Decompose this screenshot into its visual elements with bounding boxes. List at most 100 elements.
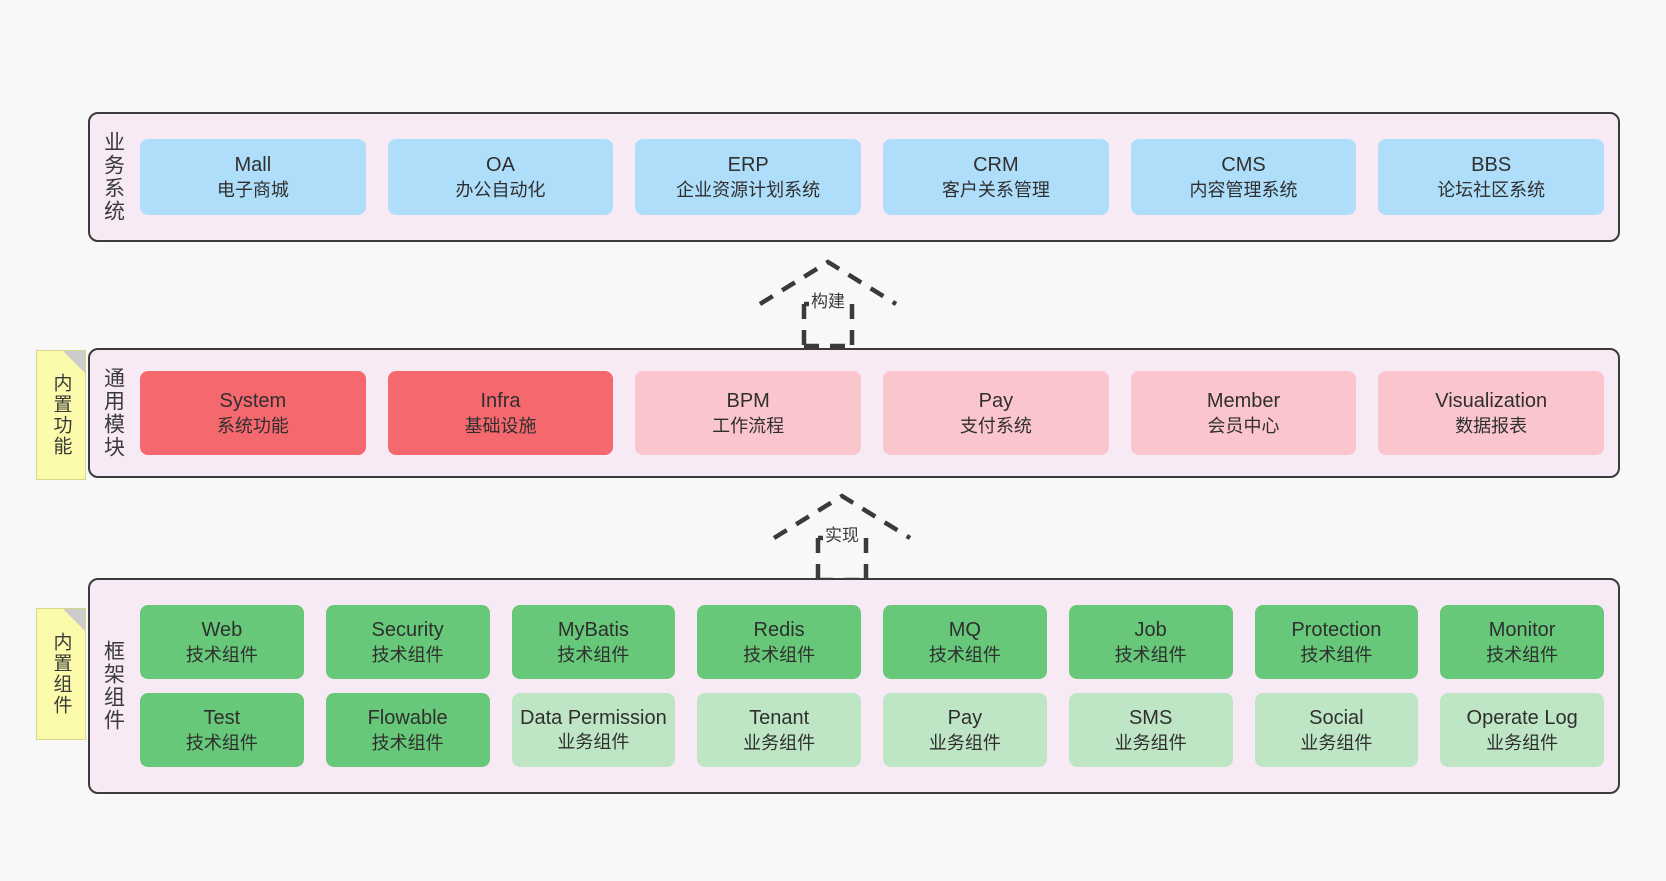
card-subtitle: 业务组件: [928, 732, 1001, 753]
layer-title-business-systems: 业务系统: [101, 131, 125, 223]
layer-common-modules[interactable]: 通用模块 System 系统功能 Infra 基础设施 BPM 工作流程 Pay…: [88, 348, 1620, 478]
card-title: Member: [1206, 389, 1281, 412]
card-title: Job: [1134, 618, 1167, 641]
card-system[interactable]: System 系统功能: [140, 371, 366, 455]
card-row: System 系统功能 Infra 基础设施 BPM 工作流程 Pay 支付系统…: [140, 371, 1605, 455]
card-row: Test 技术组件 Flowable 技术组件 Data Permission …: [140, 693, 1604, 767]
card-subtitle: 技术组件: [1486, 644, 1559, 665]
card-web[interactable]: Web 技术组件: [140, 605, 304, 679]
card-title: Operate Log: [1466, 706, 1578, 729]
card-subtitle: 业务组件: [557, 732, 630, 752]
card-infra[interactable]: Infra 基础设施: [387, 371, 614, 455]
card-subtitle: 会员中心: [1207, 415, 1280, 436]
layer-body-common-modules: System 系统功能 Infra 基础设施 BPM 工作流程 Pay 支付系统…: [136, 350, 1618, 476]
card-subtitle: 技术组件: [743, 644, 816, 665]
card-subtitle: 办公自动化: [455, 179, 546, 200]
card-subtitle: 技术组件: [371, 644, 444, 665]
card-mq[interactable]: MQ 技术组件: [883, 605, 1047, 679]
layer-business-systems[interactable]: 业务系统 Mall 电子商城 OA 办公自动化 ERP 企业资源计划系统 CRM…: [88, 112, 1620, 242]
card-title: Social: [1309, 706, 1364, 729]
card-mall[interactable]: Mall 电子商城: [140, 139, 366, 215]
card-operate-log[interactable]: Operate Log 业务组件: [1440, 693, 1604, 767]
card-title: Visualization: [1435, 389, 1548, 412]
card-row: Web 技术组件 Security 技术组件 MyBatis 技术组件 Redi…: [140, 605, 1604, 679]
generalization-arrow-icon: [772, 493, 912, 583]
card-security[interactable]: Security 技术组件: [325, 605, 490, 679]
card-subtitle: 技术组件: [371, 732, 444, 753]
card-test[interactable]: Test 技术组件: [140, 693, 304, 767]
card-title: Redis: [753, 618, 805, 641]
card-tenant[interactable]: Tenant 业务组件: [697, 693, 861, 767]
card-social[interactable]: Social 业务组件: [1254, 693, 1419, 767]
card-title: Security: [371, 618, 444, 641]
card-subtitle: 技术组件: [1114, 644, 1187, 665]
card-subtitle: 工作流程: [712, 415, 785, 436]
card-crm[interactable]: CRM 客户关系管理: [883, 139, 1109, 215]
card-subtitle: 业务组件: [1486, 732, 1559, 753]
card-subtitle: 论坛社区系统: [1437, 179, 1546, 200]
card-title: ERP: [727, 153, 769, 176]
generalization-arrow-icon: [758, 259, 898, 349]
card-title: Protection: [1291, 618, 1382, 641]
sticky-note-builtin-functions: 内置功能: [36, 350, 86, 480]
card-subtitle: 数据报表: [1455, 415, 1528, 436]
card-title: Pay: [947, 706, 983, 729]
card-oa[interactable]: OA 办公自动化: [387, 139, 614, 215]
card-flowable[interactable]: Flowable 技术组件: [325, 693, 490, 767]
card-redis[interactable]: Redis 技术组件: [697, 605, 861, 679]
connector-label-implement: 实现: [823, 526, 861, 546]
card-monitor[interactable]: Monitor 技术组件: [1440, 605, 1604, 679]
card-subtitle: 业务组件: [1114, 732, 1187, 753]
card-erp[interactable]: ERP 企业资源计划系统: [635, 139, 862, 215]
layer-title-framework-components: 框架组件: [101, 640, 125, 732]
card-title: Mall: [234, 153, 272, 176]
layer-title-common-modules: 通用模块: [101, 367, 125, 459]
card-bbs[interactable]: BBS 论坛社区系统: [1378, 139, 1605, 215]
card-pay-component[interactable]: Pay 业务组件: [883, 693, 1047, 767]
card-title: CMS: [1221, 153, 1266, 176]
card-title: BBS: [1471, 153, 1512, 176]
card-subtitle: 技术组件: [928, 644, 1001, 665]
card-title: Web: [201, 618, 243, 641]
card-subtitle: 系统功能: [216, 415, 289, 436]
note-fold-icon: [63, 351, 85, 373]
card-job[interactable]: Job 技术组件: [1068, 605, 1233, 679]
card-row: Mall 电子商城 OA 办公自动化 ERP 企业资源计划系统 CRM 客户关系…: [140, 139, 1605, 215]
card-subtitle: 技术组件: [185, 644, 258, 665]
card-subtitle: 技术组件: [185, 732, 258, 753]
card-member[interactable]: Member 会员中心: [1130, 371, 1357, 455]
card-subtitle: 业务组件: [743, 732, 816, 753]
card-title: Tenant: [749, 706, 810, 729]
card-data-permission[interactable]: Data Permission 业务组件: [511, 693, 676, 767]
sticky-note-label: 内置功能: [50, 373, 72, 457]
card-title: OA: [486, 153, 515, 176]
card-mybatis[interactable]: MyBatis 技术组件: [511, 605, 676, 679]
sticky-note-builtin-components: 内置组件: [36, 608, 86, 740]
note-fold-icon: [63, 609, 85, 631]
card-pay[interactable]: Pay 支付系统: [883, 371, 1109, 455]
card-title: MQ: [948, 618, 981, 641]
card-subtitle: 基础设施: [464, 415, 537, 436]
card-subtitle: 技术组件: [557, 644, 630, 665]
card-title: Flowable: [367, 706, 448, 729]
card-sms[interactable]: SMS 业务组件: [1068, 693, 1233, 767]
card-subtitle: 客户关系管理: [941, 179, 1050, 200]
card-title: BPM: [726, 389, 770, 412]
card-visualization[interactable]: Visualization 数据报表: [1378, 371, 1605, 455]
card-title: Pay: [978, 389, 1014, 412]
card-subtitle: 技术组件: [1300, 644, 1373, 665]
card-subtitle: 内容管理系统: [1189, 179, 1298, 200]
layer-body-framework-components: Web 技术组件 Security 技术组件 MyBatis 技术组件 Redi…: [136, 580, 1618, 792]
layer-body-business-systems: Mall 电子商城 OA 办公自动化 ERP 企业资源计划系统 CRM 客户关系…: [136, 114, 1618, 240]
card-protection[interactable]: Protection 技术组件: [1254, 605, 1419, 679]
card-subtitle: 业务组件: [1300, 732, 1373, 753]
card-cms[interactable]: CMS 内容管理系统: [1130, 139, 1357, 215]
sticky-note-label: 内置组件: [50, 632, 72, 716]
card-subtitle: 电子商城: [216, 179, 289, 200]
connector-implement: 实现: [766, 492, 926, 583]
layer-framework-components[interactable]: 框架组件 Web 技术组件 Security 技术组件 MyBatis 技术组件…: [88, 578, 1620, 794]
card-title: Monitor: [1488, 618, 1556, 641]
card-title: Infra: [480, 389, 521, 412]
card-title: Test: [203, 706, 241, 729]
card-bpm[interactable]: BPM 工作流程: [635, 371, 862, 455]
